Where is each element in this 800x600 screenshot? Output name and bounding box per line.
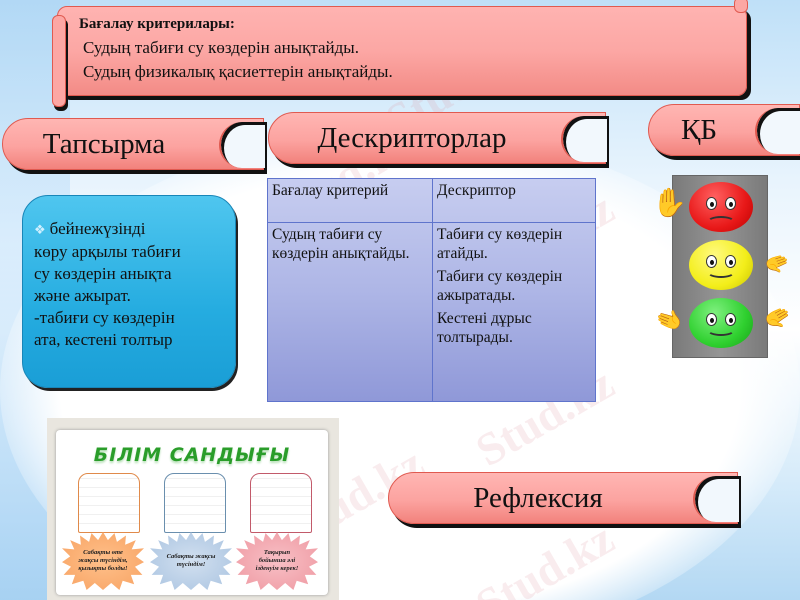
task-line: және ажырат. [34,286,131,305]
ribbon-notch [693,476,739,522]
red-sad-face-icon [689,182,753,232]
task-line: ата, кестені толтыр [34,330,173,349]
knowledge-chest-image: БІЛІМ САНДЫҒЫ Сабақты өте жақсы түсіндім… [47,418,339,600]
criteria-line: Судың табиғи су көздерін анықтайды. [83,38,359,57]
blue-starburst: Сабақты жақсы түсіндім! [150,532,232,590]
table-row: Судың табиғи су көздерін анықтайды. Таби… [267,222,596,402]
orange-chest-icon [78,473,140,533]
table-header-row: Бағалау критерий Дескриптор [267,178,596,223]
red-hand-icon: ✋ [652,188,687,219]
criteria-line: Судың физикалық қасиеттерін анықтайды. [83,62,393,81]
table-header-descriptor: Дескриптор [432,178,596,223]
diamond-bullet-icon: ❖ [34,222,46,237]
knowledge-chest-panel: БІЛІМ САНДЫҒЫ Сабақты өте жақсы түсіндім… [56,430,328,595]
knowledge-chest-title: БІЛІМ САНДЫҒЫ [93,444,291,466]
task-line: көру арқылы табиғи [34,242,181,261]
ribbon-feedback-label: ҚБ [681,113,717,146]
criteria-scroll-banner: Бағалау критерилары: Судың табиғи су көз… [52,0,748,107]
red-starburst: Тақырып бойынша әлі ізденуім керек! [236,532,318,590]
criteria-title: Бағалау критерилары: [79,16,235,32]
table-cell-criterion: Судың табиғи су көздерін анықтайды. [267,222,433,402]
table-cell-descriptors: Табиғи су көздерін атайды. Табиғи су көз… [432,222,596,402]
yellow-smile-face-icon [689,240,753,290]
orange-starburst: Сабақты өте жақсы түсіндім, қызықты болд… [62,532,144,590]
ribbon-notch [219,122,265,168]
ribbon-descriptors-label: Дескрипторлар [317,121,507,154]
green-smile-face-icon [689,298,753,348]
red-chest-icon [250,473,312,533]
task-line: су көздерін анықта [34,264,172,283]
traffic-light-image [672,175,768,358]
ribbon-task[interactable]: Тапсырма [2,118,265,170]
ribbon-notch [561,116,607,162]
ribbon-notch [755,108,800,154]
ribbon-feedback[interactable]: ҚБ [648,104,800,156]
task-line: ❖бейнежүзінді [34,219,146,238]
ribbon-task-label: Тапсырма [42,127,166,160]
ribbon-reflection[interactable]: Рефлексия [388,472,739,524]
descriptor-item: Кестені дұрыс толтырады. [437,310,532,346]
descriptor-item: Табиғи су көздерін атайды. [437,226,563,262]
task-line: -табиғи су көздерін [34,308,175,327]
task-description-box: ❖бейнежүзінді көру арқылы табиғи су көзд… [22,195,236,388]
ribbon-descriptors[interactable]: Дескрипторлар [268,112,607,164]
descriptor-item: Табиғи су көздерін ажыратады. [437,268,563,304]
descriptor-table: Бағалау критерий Дескриптор Судың табиғи… [267,178,596,402]
ribbon-reflection-label: Рефлексия [473,481,603,514]
table-header-criterion: Бағалау критерий [267,178,433,223]
blue-chest-icon [164,473,226,533]
